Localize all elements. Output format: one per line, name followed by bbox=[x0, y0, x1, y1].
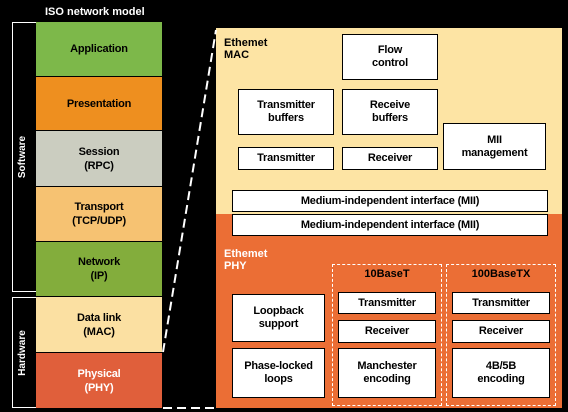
phy-label-line2: PHY bbox=[224, 260, 247, 272]
transmitter-buffers-line1: Transmitter bbox=[257, 99, 315, 111]
layer-session: Session (RPC) bbox=[36, 131, 162, 186]
transmitter-buffers-line2: buffers bbox=[268, 112, 304, 124]
col-10baset-encoding-line1: Manchester bbox=[357, 360, 417, 372]
pll-line2: loops bbox=[264, 373, 293, 385]
layer-session-detail: (RPC) bbox=[84, 159, 114, 172]
layer-physical: Physical (PHY) bbox=[36, 353, 162, 408]
col-100basetx-receiver: Receiver bbox=[452, 320, 550, 343]
mii-bar-mac-side: Medium-independent interface (MII) bbox=[232, 190, 548, 212]
mii-management-box: MII management bbox=[443, 123, 546, 170]
layer-application: Application bbox=[36, 22, 162, 76]
hardware-bracket bbox=[12, 297, 36, 408]
col-10baset-receiver: Receiver bbox=[338, 320, 436, 343]
layer-physical-detail: (PHY) bbox=[84, 381, 114, 394]
layer-data-link-detail: (MAC) bbox=[83, 325, 115, 338]
phy-label: Ethemet PHY bbox=[224, 248, 267, 272]
layer-data-link: Data link (MAC) bbox=[36, 297, 162, 352]
col-100basetx-encoding: 4B/5B encoding bbox=[452, 348, 550, 398]
loopback-support-box: Loopback support bbox=[232, 294, 325, 342]
col-10baset-receiver-label: Receiver bbox=[364, 325, 410, 337]
loopback-line1: Loopback bbox=[253, 305, 304, 317]
mii-bar-mac-side-label: Medium-independent interface (MII) bbox=[300, 194, 480, 207]
layer-transport-name: Transport bbox=[74, 201, 124, 213]
layer-network: Network (IP) bbox=[36, 242, 162, 296]
pll-line1: Phase-locked bbox=[244, 360, 313, 372]
col-10baset-transmitter: Transmitter bbox=[338, 292, 436, 314]
layer-transport: Transport (TCP/UDP) bbox=[36, 187, 162, 241]
loopback-line2: support bbox=[258, 318, 299, 330]
col-10baset-transmitter-label: Transmitter bbox=[358, 296, 416, 309]
model-title: ISO network model bbox=[45, 6, 145, 18]
receive-buffers-box: Receive buffers bbox=[342, 89, 438, 135]
transmitter-buffers-box: Transmitter buffers bbox=[238, 89, 334, 135]
layer-transport-detail: (TCP/UDP) bbox=[72, 215, 126, 227]
layer-application-name: Application bbox=[70, 43, 128, 55]
software-bracket bbox=[12, 22, 36, 292]
mii-management-line1: MII bbox=[487, 133, 502, 146]
mac-transmitter-label: Transmitter bbox=[257, 152, 315, 164]
mii-bar-phy-side: Medium-independent interface (MII) bbox=[232, 214, 548, 236]
mac-receiver-box: Receiver bbox=[342, 147, 438, 170]
col-100basetx-encoding-line1: 4B/5B bbox=[485, 360, 517, 372]
mac-label: Ethemet MAC bbox=[224, 37, 267, 61]
col-100basetx-receiver-label: Receiver bbox=[478, 325, 524, 337]
col-100basetx-encoding-line2: encoding bbox=[477, 373, 525, 385]
receive-buffers-line1: Receive bbox=[369, 99, 411, 111]
receive-buffers-line2: buffers bbox=[372, 112, 408, 124]
col-100basetx-transmitter: Transmitter bbox=[452, 292, 550, 314]
flow-control-line2: control bbox=[372, 57, 408, 69]
layer-session-name: Session bbox=[78, 145, 120, 158]
layer-physical-name: Physical bbox=[77, 367, 121, 380]
layer-network-detail: (IP) bbox=[90, 270, 108, 282]
flow-control-line1: Flow bbox=[377, 44, 403, 56]
mac-receiver-label: Receiver bbox=[367, 152, 413, 164]
col-10baset-encoding: Manchester encoding bbox=[338, 348, 436, 398]
mac-label-line1: Ethemet bbox=[224, 37, 268, 49]
col-100basetx-header: 100BaseTX bbox=[471, 268, 531, 280]
layer-presentation-name: Presentation bbox=[66, 97, 132, 110]
mac-label-line2: MAC bbox=[224, 49, 250, 61]
phase-locked-loops-box: Phase-locked loops bbox=[232, 348, 325, 398]
layer-presentation: Presentation bbox=[36, 77, 162, 130]
col-100basetx-frame bbox=[446, 264, 556, 406]
col-100basetx-transmitter-label: Transmitter bbox=[472, 296, 530, 309]
col-10baset-encoding-line2: encoding bbox=[363, 373, 411, 385]
phy-label-line1: Ethemet bbox=[224, 248, 268, 260]
flow-control-box: Flow control bbox=[342, 34, 438, 80]
col-10baset-frame bbox=[332, 264, 442, 406]
layer-network-name: Network bbox=[78, 256, 120, 268]
mac-transmitter-box: Transmitter bbox=[238, 147, 334, 170]
mii-management-line2: management bbox=[461, 146, 528, 159]
layer-data-link-name: Data link bbox=[76, 311, 122, 324]
mii-bar-phy-side-label: Medium-independent interface (MII) bbox=[300, 218, 480, 231]
col-10baset-header: 10BaseT bbox=[364, 268, 410, 280]
